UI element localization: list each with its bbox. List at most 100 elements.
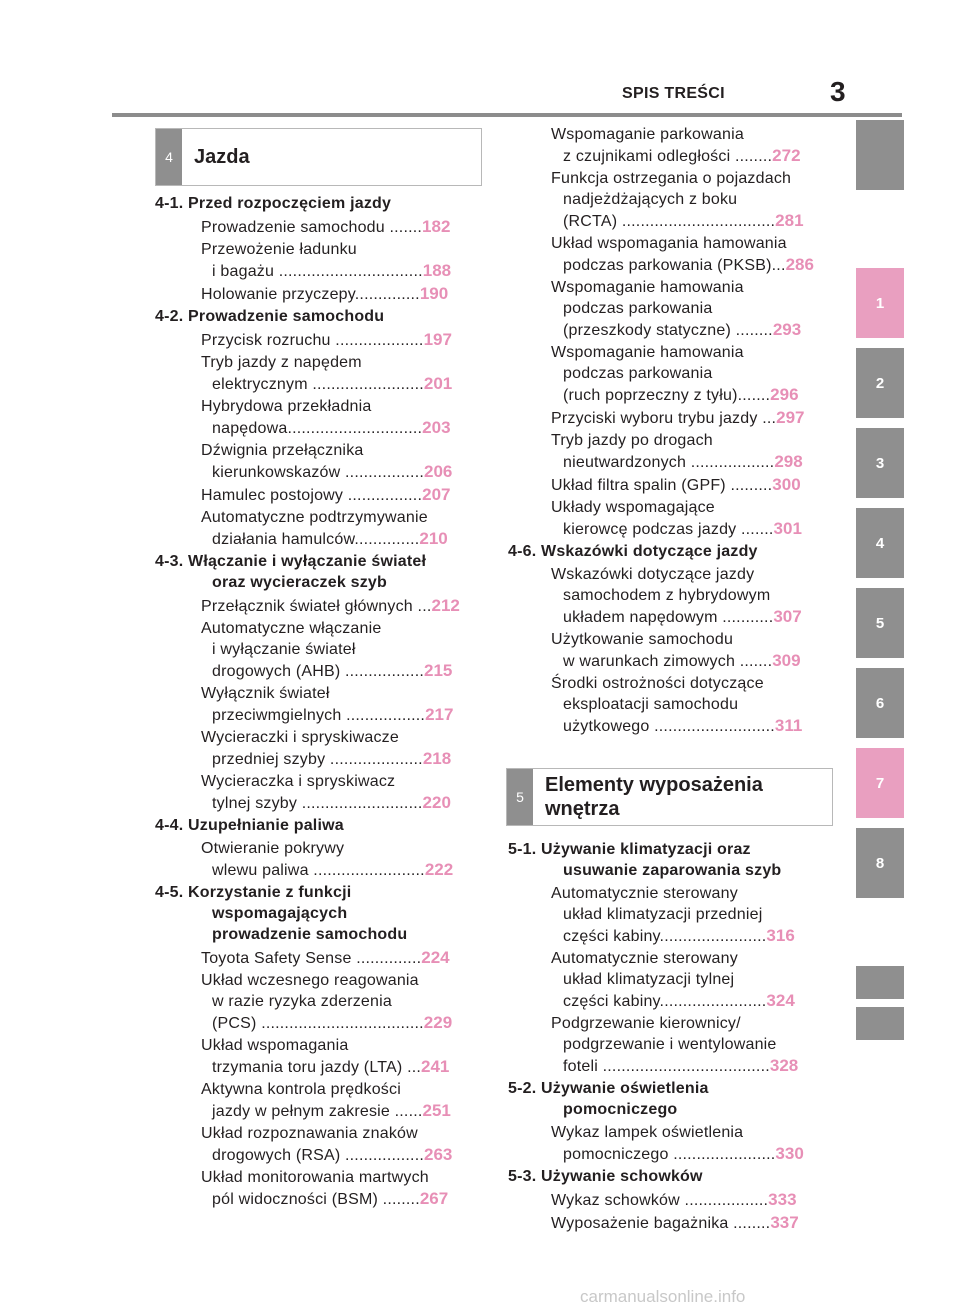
chapter-tab-7[interactable]: 7 <box>856 748 904 818</box>
toc-page-number[interactable]: 197 <box>423 330 452 349</box>
chapter-tab-index[interactable] <box>856 966 904 999</box>
toc-page-number[interactable]: 333 <box>768 1190 797 1209</box>
toc-entry: Przewożenie ładunku <box>201 239 357 260</box>
toc-page-number[interactable]: 182 <box>422 217 451 236</box>
toc-entry: Wykaz lampek oświetlenia <box>551 1122 743 1143</box>
toc-entry[interactable]: pomocniczego ......................330 <box>563 1143 804 1165</box>
toc-entry[interactable]: Wykaz schowków ..................333 <box>551 1189 797 1211</box>
toc-page-number[interactable]: 297 <box>776 408 805 427</box>
toc-entry[interactable]: napędowa.............................203 <box>212 417 451 439</box>
toc-entry[interactable]: wlewu paliwa ........................222 <box>212 859 453 881</box>
toc-page-number[interactable]: 267 <box>419 1189 449 1208</box>
toc-entry[interactable]: nieutwardzonych ..................298 <box>563 451 803 473</box>
toc-entry[interactable]: przeciwmgielnych .................217 <box>212 704 453 726</box>
toc-entry[interactable]: drogowych (RSA) .................263 <box>212 1144 452 1166</box>
toc-entry[interactable]: tylnej szyby ..........................2… <box>212 792 451 814</box>
toc-entry-text: foteli .................................… <box>563 1058 770 1075</box>
toc-entry: Układ monitorowania martwych <box>201 1167 429 1188</box>
toc-page-number[interactable]: 217 <box>425 705 454 724</box>
toc-entry[interactable]: kierunkowskazów .................206 <box>212 461 452 483</box>
toc-page-number[interactable]: 281 <box>775 211 804 230</box>
toc-page-number[interactable]: 206 <box>424 462 453 481</box>
toc-entry-text: Układy wspomagające <box>551 499 715 516</box>
toc-entry[interactable]: i bagażu ...............................… <box>212 260 451 282</box>
toc-page-number[interactable]: 300 <box>772 475 801 494</box>
toc-page-number[interactable]: 307 <box>773 607 802 626</box>
toc-entry[interactable]: Układ filtra spalin (GPF) .........300 <box>551 474 801 496</box>
toc-section-heading: 4-3. Włączanie i wyłączanie świateł <box>155 551 426 572</box>
chapter-tab-6[interactable]: 6 <box>856 668 904 738</box>
toc-entry[interactable]: drogowych (AHB) .................215 <box>212 660 452 682</box>
toc-entry[interactable]: Toyota Safety Sense ..............224 <box>201 947 450 969</box>
chapter-tab-extra[interactable] <box>856 1007 904 1040</box>
toc-page-number[interactable]: 330 <box>775 1144 804 1163</box>
chapter-tab-3[interactable]: 3 <box>856 428 904 498</box>
toc-entry[interactable]: (przeszkody statyczne) ........293 <box>563 319 801 341</box>
toc-page-number[interactable]: 309 <box>772 651 801 670</box>
toc-entry: Tryb jazdy po drogach <box>551 430 713 451</box>
toc-entry[interactable]: kierowcę podczas jazdy .......301 <box>563 518 802 540</box>
toc-page-number[interactable]: 301 <box>773 519 802 538</box>
toc-page-number[interactable]: 215 <box>424 661 453 680</box>
toc-entry[interactable]: z czujnikami odległości ........272 <box>563 145 801 167</box>
toc-entry[interactable]: Przycisk rozruchu ...................197 <box>201 329 452 351</box>
toc-entry-text: przeciwmgielnych ................. <box>212 707 426 724</box>
toc-entry[interactable]: Wyposażenie bagażnika ........337 <box>551 1212 799 1234</box>
toc-page-number[interactable]: 210 <box>419 529 448 548</box>
toc-entry[interactable]: części kabiny.......................316 <box>563 925 795 947</box>
toc-page-number[interactable]: 212 <box>431 596 460 615</box>
chapter-tab-8[interactable]: 8 <box>856 828 904 898</box>
toc-entry[interactable]: (PCS) ..................................… <box>212 1012 452 1034</box>
toc-page-number[interactable]: 207 <box>422 485 451 504</box>
toc-page-number[interactable]: 201 <box>423 374 453 393</box>
toc-page-number[interactable]: 224 <box>421 948 450 967</box>
toc-page-number[interactable]: 218 <box>422 749 452 768</box>
chapter-tab[interactable] <box>856 120 904 190</box>
toc-entry[interactable]: elektrycznym ........................201 <box>212 373 452 395</box>
chapter-tab-2[interactable]: 2 <box>856 348 904 418</box>
toc-page-number[interactable]: 324 <box>766 991 795 1010</box>
toc-entry[interactable]: użytkowego ..........................311 <box>563 715 802 737</box>
toc-entry[interactable]: działania hamulców..............210 <box>212 528 448 550</box>
toc-entry[interactable]: podczas parkowania (PKSB)...286 <box>563 254 814 276</box>
toc-page-number[interactable]: 220 <box>422 793 451 812</box>
toc-page-number[interactable]: 251 <box>422 1101 451 1120</box>
toc-entry[interactable]: Przełącznik świateł głównych ...212 <box>201 595 460 617</box>
toc-page-number[interactable]: 190 <box>419 284 449 303</box>
toc-page-number[interactable]: 293 <box>772 320 802 339</box>
chapter-tab-4[interactable]: 4 <box>856 508 904 578</box>
toc-entry[interactable]: Hamulec postojowy ................207 <box>201 484 450 506</box>
toc-page-number[interactable]: 298 <box>774 452 803 471</box>
toc-entry[interactable]: (RCTA) .................................… <box>563 210 804 232</box>
toc-page-number[interactable]: 337 <box>770 1213 799 1232</box>
toc-page-number[interactable]: 241 <box>421 1057 450 1076</box>
toc-page-number[interactable]: 316 <box>766 926 795 945</box>
toc-entry[interactable]: w warunkach zimowych .......309 <box>563 650 801 672</box>
toc-page-number[interactable]: 286 <box>785 255 814 274</box>
toc-entry[interactable]: trzymania toru jazdy (LTA) ...241 <box>212 1056 449 1078</box>
toc-page-number[interactable]: 296 <box>770 385 799 404</box>
toc-entry[interactable]: Prowadzenie samochodu .......182 <box>201 216 450 238</box>
toc-entry-text: podczas parkowania <box>563 365 713 382</box>
toc-page-number[interactable]: 229 <box>423 1013 453 1032</box>
toc-page-number[interactable]: 222 <box>424 860 454 879</box>
section-5-header: 5 Elementy wyposażenia wnętrza <box>506 768 833 826</box>
toc-entry[interactable]: Przyciski wyboru trybu jazdy ...297 <box>551 407 805 429</box>
toc-entry[interactable]: Holowanie przyczepy..............190 <box>201 283 448 305</box>
toc-entry[interactable]: (ruch poprzeczny z tyłu).......296 <box>563 384 799 406</box>
toc-page-number[interactable]: 188 <box>422 261 452 280</box>
toc-entry[interactable]: foteli .................................… <box>563 1055 798 1077</box>
toc-entry[interactable]: pól widoczności (BSM) ........267 <box>212 1188 448 1210</box>
toc-page-number[interactable]: 203 <box>422 418 451 437</box>
toc-page-number[interactable]: 311 <box>774 716 803 735</box>
toc-entry-text: Wspomaganie hamowania <box>551 344 744 361</box>
toc-entry[interactable]: układem napędowym ...........307 <box>563 606 802 628</box>
toc-page-number[interactable]: 263 <box>424 1145 453 1164</box>
chapter-tab-5[interactable]: 5 <box>856 588 904 658</box>
toc-page-number[interactable]: 328 <box>769 1056 799 1075</box>
chapter-tab-1[interactable]: 1 <box>856 268 904 338</box>
toc-entry[interactable]: jazdy w pełnym zakresie ......251 <box>212 1100 451 1122</box>
toc-entry[interactable]: części kabiny.......................324 <box>563 990 795 1012</box>
toc-entry[interactable]: przedniej szyby ....................218 <box>212 748 451 770</box>
toc-page-number[interactable]: 272 <box>772 146 801 165</box>
